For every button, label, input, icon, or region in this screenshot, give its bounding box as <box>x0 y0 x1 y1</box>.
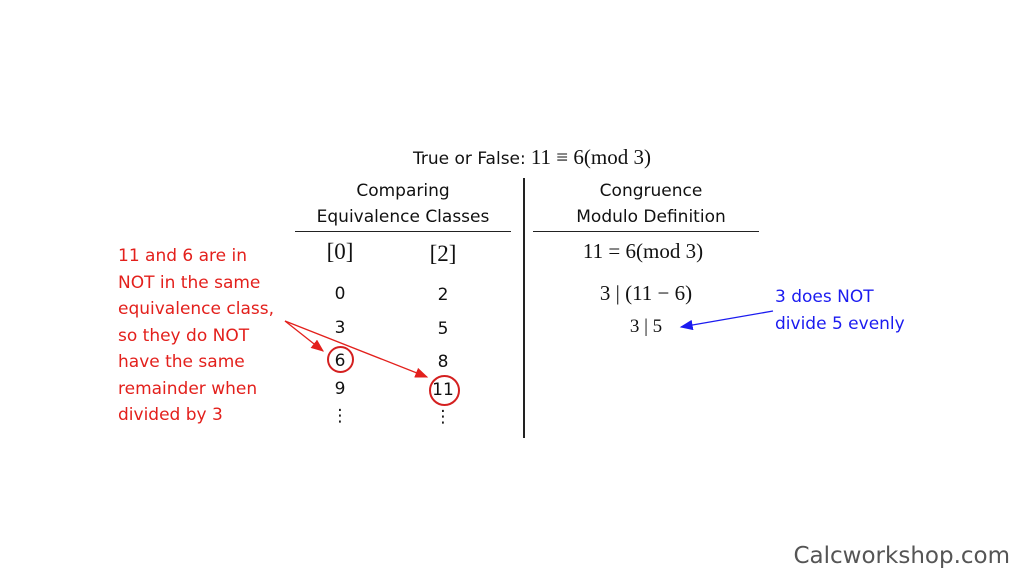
left-heading-2: Equivalence Classes <box>316 207 490 227</box>
class-2-value: ⋮ <box>434 407 452 427</box>
right-heading-1: Congruence <box>599 181 703 201</box>
definition-step-2: 3 | (11 − 6) <box>599 281 693 305</box>
class-0-value: 0 <box>334 284 346 304</box>
blue-note-line: divide 5 evenly <box>775 314 905 334</box>
class-0-value: 3 <box>334 318 346 338</box>
class-0-value: ⋮ <box>331 406 349 426</box>
class-0-value: 9 <box>334 379 346 399</box>
red-note-line: remainder when <box>118 378 258 399</box>
red-note-line: NOT in the same <box>118 272 261 293</box>
red-note-line: have the same <box>118 352 245 372</box>
red-note-line: so they do NOT <box>118 325 250 346</box>
definition-step-3: 3 | 5 <box>629 316 663 337</box>
class-2-value: 2 <box>437 285 449 305</box>
class-2-value: 5 <box>437 319 449 339</box>
blue-note-line: 3 does NOT <box>775 287 874 307</box>
red-note-line: equivalence class, <box>118 299 274 319</box>
class-0-label: [0] <box>326 239 354 264</box>
title: True or False: 11 ≡ 6(mod 3) <box>413 145 651 170</box>
definition-step-1: 11 = 6(mod 3) <box>582 239 704 263</box>
class-2-label: [2] <box>429 241 457 266</box>
left-heading-1: Comparing <box>356 181 450 201</box>
vertical-divider <box>523 178 525 438</box>
title-equation: 11 ≡ 6(mod 3) <box>530 145 651 169</box>
left-rule <box>295 231 511 232</box>
right-rule <box>533 231 759 232</box>
blue-annotation: 3 does NOT divide 5 evenly <box>775 284 905 338</box>
red-annotation: 11 and 6 are in NOT in the same equivale… <box>118 243 274 429</box>
blue-arrow <box>679 310 774 331</box>
circle-6 <box>327 346 354 373</box>
red-note-line: 11 and 6 are in <box>118 246 248 266</box>
class-2-value: 8 <box>437 352 449 372</box>
right-heading-2: Modulo Definition <box>576 207 726 227</box>
footer-brand: Calcworkshop.com <box>793 543 1010 569</box>
red-arrow-to-11 <box>284 320 429 378</box>
red-arrow-to-6 <box>284 320 325 352</box>
circle-11 <box>429 375 460 406</box>
title-prefix: True or False: <box>413 149 526 169</box>
red-note-line: divided by 3 <box>118 405 223 425</box>
